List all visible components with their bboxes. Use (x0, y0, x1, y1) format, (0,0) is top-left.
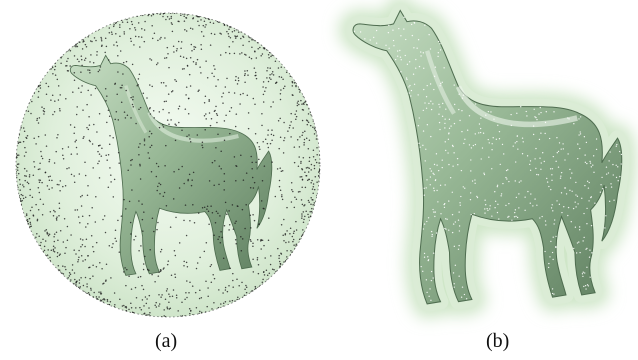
caption-b: (b) (486, 330, 509, 353)
panel-b (353, 10, 622, 303)
panel-a (15, 12, 320, 317)
caption-a: (a) (155, 330, 177, 353)
horse-mesh-b (353, 10, 622, 303)
